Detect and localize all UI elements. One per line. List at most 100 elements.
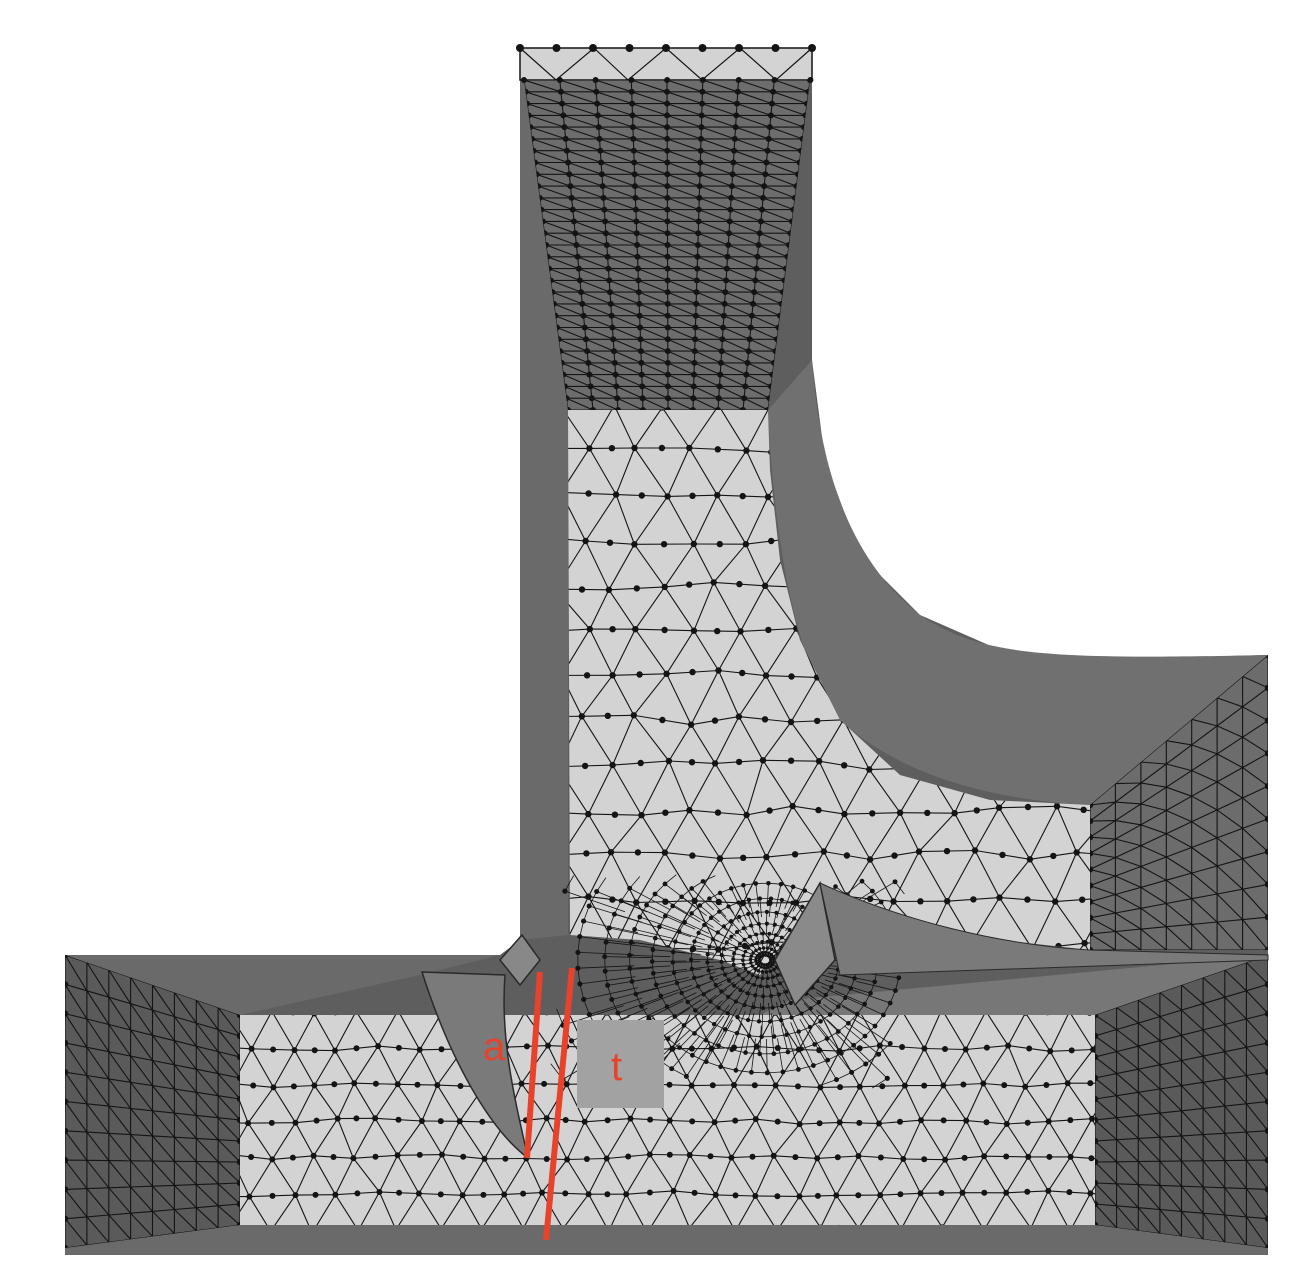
- mesh-node: [679, 990, 684, 996]
- mesh-edge: [130, 1108, 153, 1137]
- mesh-edge: [1031, 410, 1054, 449]
- mesh-node: [332, 1047, 338, 1054]
- mesh-node: [394, 1152, 401, 1159]
- mesh-edge: [852, 1018, 891, 1044]
- mesh-node: [787, 718, 795, 726]
- mesh-node: [664, 359, 671, 366]
- mesh-node: [646, 1189, 653, 1196]
- mesh-edge: [251, 1015, 273, 1050]
- mesh-node: [717, 890, 723, 896]
- mesh-node: [565, 159, 572, 166]
- mesh-node: [665, 1036, 671, 1042]
- mesh-edge: [694, 900, 719, 950]
- mesh-node: [743, 371, 750, 378]
- mesh-node: [755, 954, 760, 958]
- mesh-node: [625, 1264, 631, 1270]
- mesh-node: [719, 953, 724, 957]
- mesh-edge: [834, 990, 865, 1005]
- mesh-node: [652, 891, 658, 897]
- mesh-edge: [1128, 447, 1158, 494]
- mesh-node: [1050, 852, 1057, 860]
- mesh-node: [814, 1155, 821, 1162]
- mesh-node: [736, 972, 741, 977]
- mesh-node: [852, 976, 857, 981]
- mesh-edge: [270, 1194, 296, 1225]
- mesh-node: [762, 672, 770, 679]
- mesh-edge: [130, 1081, 153, 1112]
- mesh-edge: [589, 997, 643, 1015]
- mesh-edge: [588, 362, 616, 376]
- mesh-edge: [1216, 865, 1243, 890]
- mesh-node: [862, 1001, 868, 1007]
- mesh-edge: [727, 256, 757, 270]
- mesh-edge: [247, 1087, 274, 1124]
- mesh-edge: [747, 1001, 754, 1021]
- mesh-node: [437, 1191, 444, 1198]
- mesh-edge: [878, 1043, 891, 1055]
- mesh-edge: [86, 1018, 109, 1026]
- mesh-edge: [879, 1045, 906, 1086]
- mesh-node: [755, 961, 759, 965]
- mesh-node: [65, 1010, 69, 1017]
- mesh-node: [735, 1015, 740, 1020]
- mesh-node: [652, 935, 658, 941]
- mesh-edge: [614, 362, 642, 376]
- mesh-edge: [1216, 706, 1243, 727]
- mesh-node: [715, 395, 722, 402]
- mesh-edge: [1137, 1207, 1161, 1234]
- mesh-node: [572, 230, 579, 237]
- mesh-edge: [586, 1267, 628, 1268]
- mesh-node: [571, 218, 577, 225]
- mesh-node: [634, 849, 642, 856]
- mesh-edge: [563, 114, 599, 128]
- mesh-edge: [441, 1121, 461, 1155]
- mesh-node: [672, 1014, 678, 1019]
- mesh-node: [1232, 445, 1238, 451]
- mesh-edge: [1030, 448, 1054, 500]
- mesh-node: [787, 757, 795, 764]
- mesh-edge: [130, 1029, 153, 1036]
- mesh-edge: [581, 716, 614, 766]
- mesh-node: [683, 1073, 689, 1079]
- mesh-edge: [397, 1015, 421, 1051]
- mesh-node: [664, 493, 671, 500]
- mesh-node: [689, 1118, 696, 1125]
- mesh-edge: [664, 852, 696, 902]
- mesh-node: [637, 914, 643, 920]
- mesh-edge: [965, 1015, 987, 1050]
- mesh-edge: [65, 1218, 88, 1246]
- mesh-edge: [65, 1100, 87, 1105]
- mesh-node: [741, 958, 745, 963]
- mesh-edge: [174, 1088, 197, 1093]
- mesh-edge: [65, 1130, 88, 1161]
- mesh-node: [689, 966, 694, 971]
- mesh-node: [919, 533, 926, 540]
- mesh-node: [743, 811, 750, 819]
- mesh-edge: [196, 1045, 219, 1053]
- mesh-edge: [731, 197, 763, 211]
- mesh-node: [718, 348, 725, 355]
- mesh-node: [1257, 446, 1263, 452]
- mesh-edge: [217, 1073, 240, 1079]
- mesh-edge: [839, 1050, 861, 1087]
- mesh-edge: [667, 173, 700, 187]
- mesh-edge: [597, 114, 634, 128]
- mesh-edge: [714, 716, 740, 764]
- annotations: a t: [483, 967, 664, 1241]
- mesh-edge: [86, 1103, 109, 1107]
- mesh-edge: [1159, 984, 1182, 994]
- mesh-edge: [1116, 1117, 1139, 1139]
- mesh-edge: [1191, 697, 1218, 720]
- mesh-node: [312, 1191, 319, 1198]
- mesh-node: [649, 959, 655, 964]
- mesh-edge: [616, 385, 643, 399]
- mesh-edge: [1159, 1209, 1182, 1237]
- mesh-edge: [1224, 1214, 1247, 1218]
- mesh-edge: [1209, 448, 1261, 449]
- mesh-edge: [1166, 923, 1192, 928]
- mesh-node: [759, 206, 765, 213]
- mesh-edge: [735, 126, 769, 140]
- mesh-edge: [1242, 767, 1268, 787]
- mesh-edge: [311, 1194, 336, 1225]
- mesh-edge: [1224, 1160, 1247, 1189]
